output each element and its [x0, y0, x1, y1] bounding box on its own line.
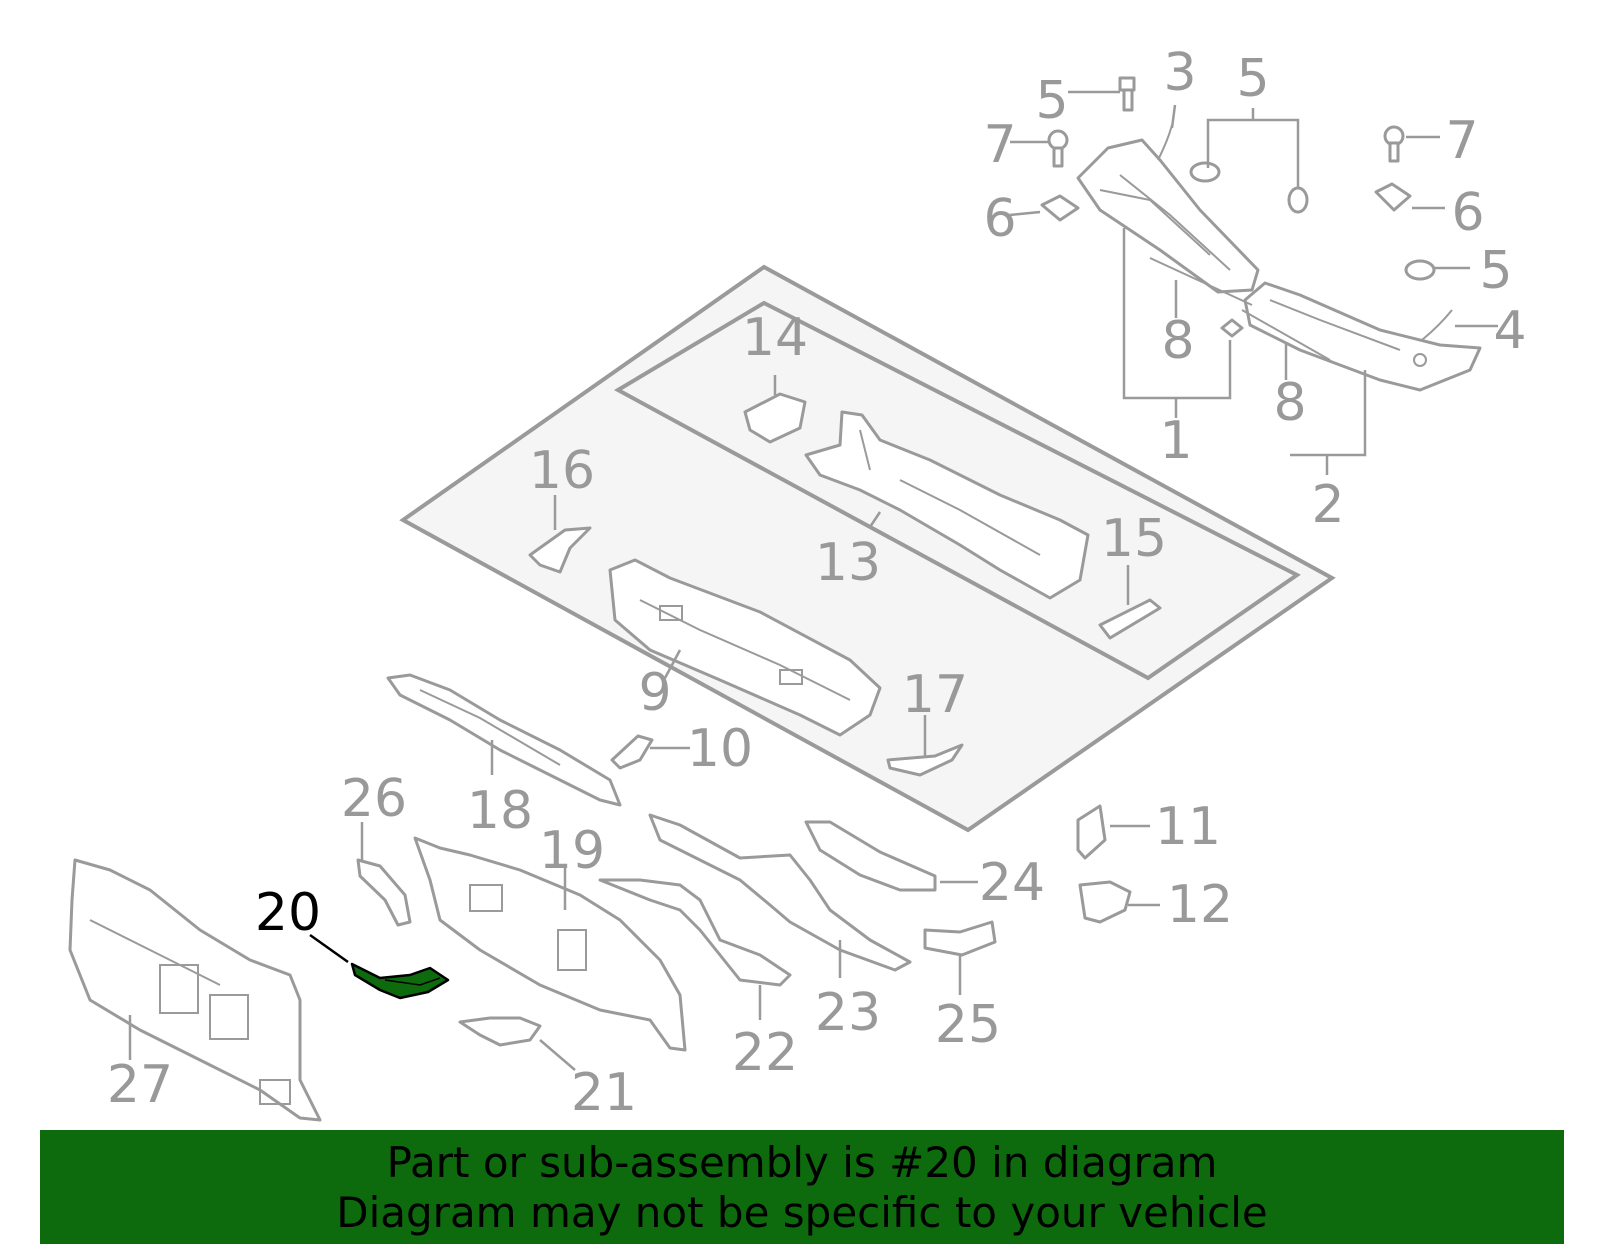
part-27-dash-silencer[interactable] [68, 858, 322, 1122]
cowl-top-panel[interactable] [1076, 138, 1482, 392]
part-25-bracket[interactable] [923, 920, 997, 957]
leader-3 [1170, 104, 1177, 129]
part-17-bracket[interactable] [886, 743, 964, 777]
part-26-bracket[interactable] [356, 858, 412, 927]
callout-labels: 5 3 5 7 7 6 6 5 4 8 8 1 2 14 13 15 16 9 … [107, 43, 1527, 1123]
part-16-bracket[interactable] [528, 526, 592, 574]
callout-20: 20 [255, 883, 321, 943]
leader-13 [868, 511, 882, 528]
callout-27: 27 [107, 1055, 173, 1115]
part-12-bracket[interactable] [1078, 880, 1132, 924]
cowl-seal [1149, 257, 1331, 361]
part-24-crossmember[interactable] [804, 820, 937, 892]
callout-16: 16 [529, 441, 595, 501]
clip-5b[interactable] [1189, 161, 1309, 214]
leader-lines [128, 90, 1498, 1071]
part-14-bracket[interactable] [743, 392, 807, 444]
callout-22: 22 [732, 1023, 798, 1083]
callout-5c: 5 [1479, 241, 1512, 301]
part-23-crossmember[interactable] [648, 813, 912, 972]
callout-3: 3 [1163, 43, 1196, 103]
nut-6b[interactable] [1374, 182, 1412, 212]
part-19-dash-insulator[interactable] [413, 836, 687, 1052]
leader-5-bracket [1206, 118, 1300, 188]
callout-15: 15 [1101, 509, 1167, 569]
callout-26: 26 [341, 769, 407, 829]
callout-17: 17 [902, 665, 968, 725]
part-13-cowl-inner-panel[interactable] [804, 410, 1090, 600]
callout-2: 2 [1311, 475, 1344, 535]
callout-4: 4 [1493, 301, 1526, 361]
callout-7a: 7 [983, 115, 1016, 175]
part-20-highlighted[interactable] [350, 962, 450, 1000]
clip-fastener-5a[interactable] [1118, 76, 1136, 112]
screw-7a[interactable] [1047, 129, 1069, 168]
part-15-bracket[interactable] [1098, 598, 1162, 640]
callout-9: 9 [638, 663, 671, 723]
callout-11: 11 [1155, 797, 1221, 857]
part-18-dash-reinforcement[interactable] [386, 673, 622, 807]
part-10-bracket[interactable] [610, 734, 654, 770]
clip-5c[interactable] [1404, 259, 1436, 281]
callout-6b: 6 [1451, 183, 1484, 243]
leader-21 [539, 1039, 576, 1071]
callout-1: 1 [1159, 411, 1192, 471]
callout-14: 14 [742, 308, 808, 368]
callout-12: 12 [1167, 875, 1233, 935]
screw-7b[interactable] [1383, 125, 1405, 163]
callout-7b: 7 [1445, 111, 1478, 171]
part-9-cowl-upper[interactable] [608, 558, 882, 737]
seal-strip-3[interactable] [1157, 124, 1173, 161]
callout-19: 19 [539, 821, 605, 881]
clip-square[interactable] [1220, 318, 1244, 338]
nut-6a[interactable] [1040, 194, 1080, 222]
leader-9 [663, 649, 682, 679]
notice-banner: Part or sub-assembly is #20 in diagram D… [40, 1130, 1564, 1244]
banner-line-part: Part or sub-assembly is #20 in diagram [386, 1138, 1218, 1187]
callout-25: 25 [935, 995, 1001, 1055]
assembly-panel-outer [399, 264, 1336, 833]
seal-strip-4[interactable] [1421, 309, 1453, 341]
callout-23: 23 [815, 983, 881, 1043]
callout-13: 13 [815, 533, 881, 593]
part-21-bracket[interactable] [458, 1016, 542, 1047]
callout-6a: 6 [983, 189, 1016, 249]
callout-8a: 8 [1161, 311, 1194, 371]
leader-20 [309, 933, 349, 964]
leader-6a [1009, 210, 1041, 217]
callout-21: 21 [571, 1063, 637, 1123]
leader-2 [1290, 370, 1367, 457]
callout-8b: 8 [1273, 373, 1306, 433]
callout-18: 18 [467, 781, 533, 841]
callout-5b: 5 [1236, 49, 1269, 109]
callout-5a: 5 [1035, 71, 1068, 131]
callout-24: 24 [979, 853, 1045, 913]
banner-line-disclaimer: Diagram may not be specific to your vehi… [336, 1188, 1268, 1237]
part-22-support[interactable] [598, 878, 792, 987]
callout-10: 10 [687, 719, 753, 779]
part-11-bracket[interactable] [1076, 804, 1107, 860]
